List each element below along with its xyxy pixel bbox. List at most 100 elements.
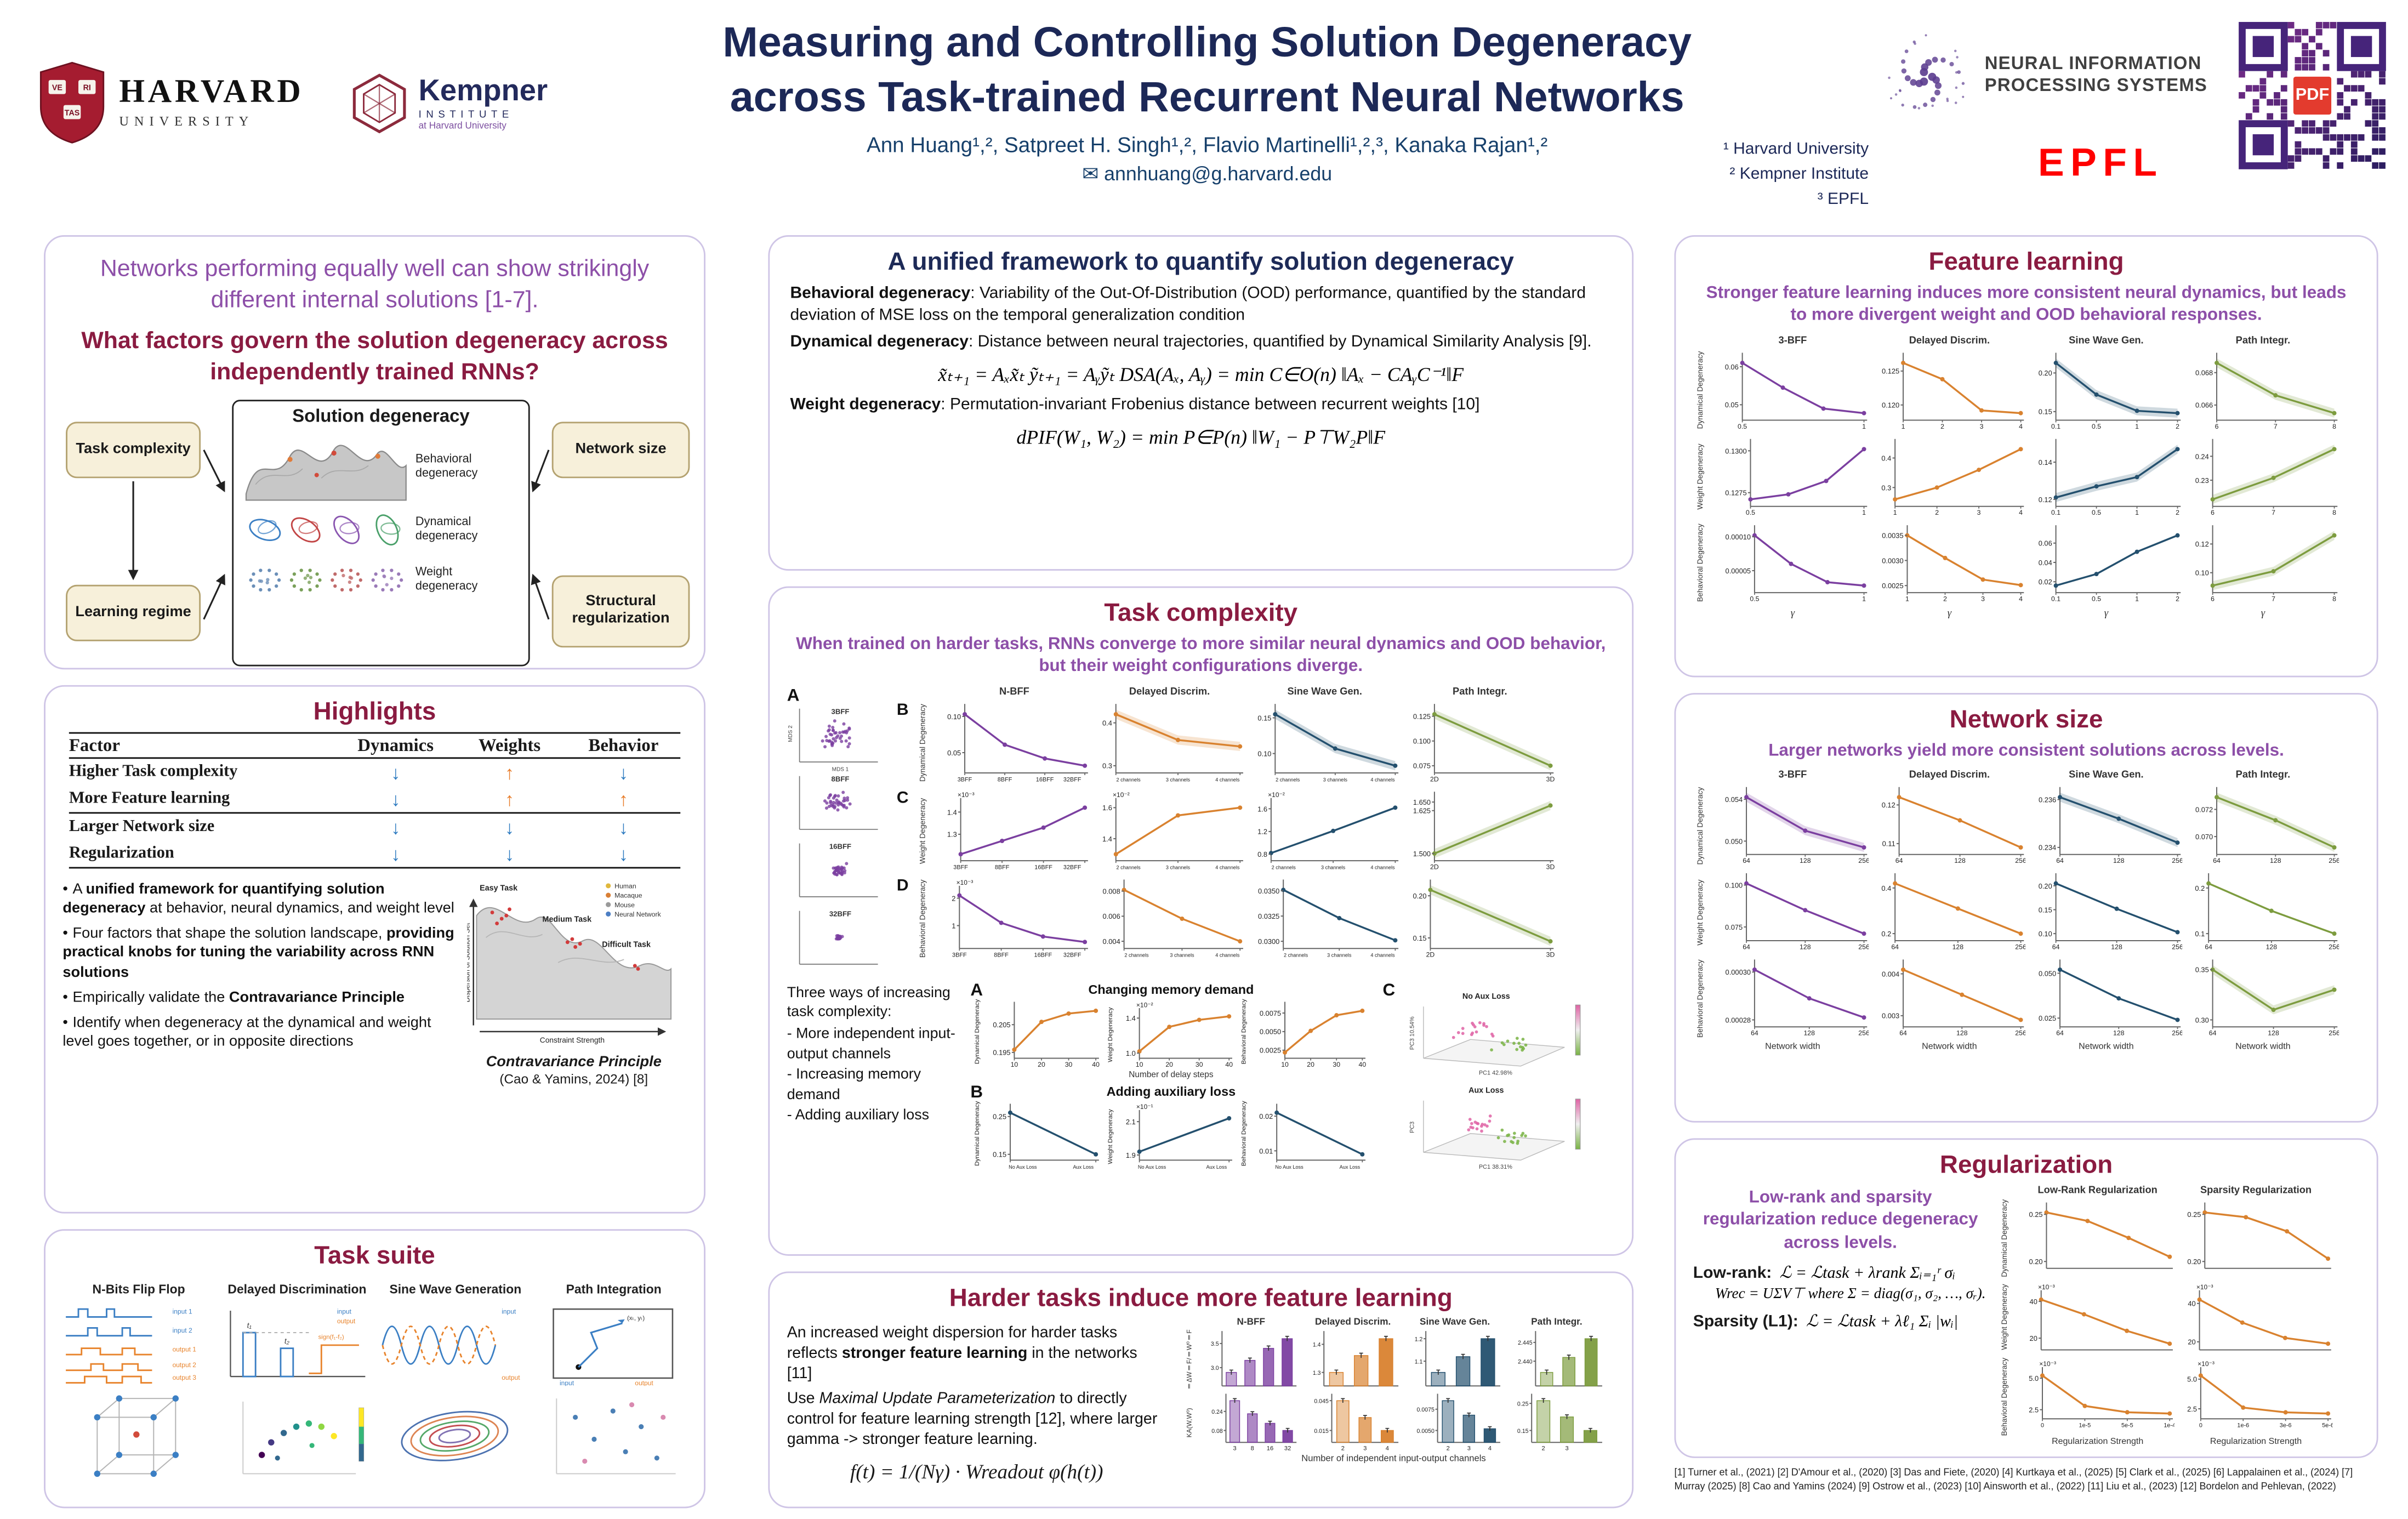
harvard-logo: VE RI TAS HARVARD UNIVERSITY xyxy=(38,60,304,144)
svg-text:0.205: 0.205 xyxy=(993,1020,1010,1028)
svg-text:3: 3 xyxy=(1977,508,1981,516)
svg-text:128: 128 xyxy=(1803,1030,1815,1038)
svg-text:128: 128 xyxy=(1800,943,1811,951)
grid-row: Behavioral Degeneracy2.55.001e-55e-51e-4… xyxy=(1997,1357,2334,1436)
email-address[interactable]: annhuang@g.harvard.edu xyxy=(1104,163,1333,186)
factor-box-learning-regime: Learning regime xyxy=(66,584,201,641)
text-segment: unified framework for quantifying soluti… xyxy=(62,881,385,918)
svg-text:2: 2 xyxy=(952,894,955,902)
weight-dispersion-paragraph: An increased weight dispersion for harde… xyxy=(787,1323,1166,1385)
svg-text:128: 128 xyxy=(2266,943,2278,951)
svg-text:8BFF: 8BFF xyxy=(832,775,850,783)
svg-text:8: 8 xyxy=(2332,422,2336,430)
text-segment: Weight degeneracy xyxy=(790,395,941,414)
svg-text:0.0025: 0.0025 xyxy=(1882,581,1903,589)
regularization-box: Regularization Low-rank and sparsity reg… xyxy=(1674,1138,2378,1458)
nbff-schematic: input 1 input 2 output 1 output 2 output… xyxy=(66,1308,196,1384)
contravariance-figure: Constraint Strength Dispersion of Soluti… xyxy=(464,875,680,1086)
svg-text:1.3: 1.3 xyxy=(1313,1370,1321,1376)
output-label: output xyxy=(635,1379,653,1386)
svg-text:0.015: 0.015 xyxy=(1314,1428,1329,1435)
output-label: output xyxy=(502,1374,520,1381)
svg-text:0.4: 0.4 xyxy=(1881,885,1891,893)
svg-text:0.25: 0.25 xyxy=(1517,1401,1529,1407)
svg-text:×10⁻³: ×10⁻³ xyxy=(2039,1359,2056,1367)
solution-degeneracy-title: Solution degeneracy xyxy=(292,407,470,426)
col-title: Delayed Discrim. xyxy=(1909,770,1990,782)
svg-text:0.15: 0.15 xyxy=(2039,407,2052,416)
svg-text:2 channels: 2 channels xyxy=(1284,952,1308,958)
x-axis-label: γ xyxy=(1790,607,1795,619)
svg-text:No Aux Loss: No Aux Loss xyxy=(1138,1164,1166,1170)
svg-text:128: 128 xyxy=(1954,857,1966,865)
svg-text:0.02: 0.02 xyxy=(2039,577,2052,585)
table-row: Regularization↓↓↓ xyxy=(69,840,681,869)
row-label: Dynamical Degeneracy xyxy=(1698,787,1706,865)
poster-title: Measuring and Controlling Solution Degen… xyxy=(614,16,1800,126)
svg-text:0.10: 0.10 xyxy=(2039,930,2052,938)
svg-text:0.8: 0.8 xyxy=(1257,850,1267,858)
svg-text:0.2: 0.2 xyxy=(2195,885,2205,893)
svg-text:20: 20 xyxy=(2188,1337,2195,1345)
intro-statement: Networks performing equally well can sho… xyxy=(100,255,650,313)
svg-text:No Aux Loss: No Aux Loss xyxy=(1275,1164,1303,1170)
svg-text:4: 4 xyxy=(2019,594,2023,602)
svg-text:1e-4: 1e-4 xyxy=(2164,1422,2174,1429)
col-title: Sine Wave Gen. xyxy=(1419,1318,1490,1328)
input-label: input xyxy=(560,1379,574,1386)
svg-text:20: 20 xyxy=(2030,1334,2037,1342)
task-complexity-bottom: Three ways of increasing task complexity… xyxy=(787,981,1615,1177)
crest-text: VE xyxy=(52,84,62,93)
svg-text:256: 256 xyxy=(2172,943,2182,951)
chart-canvas: PDF xyxy=(2239,22,2386,169)
svg-text:PDF: PDF xyxy=(2296,84,2329,104)
legend-neural-network: Neural Network xyxy=(614,911,661,918)
svg-text:0.008: 0.008 xyxy=(1103,886,1120,895)
table-header: Factor xyxy=(69,736,121,755)
svg-text:1.4: 1.4 xyxy=(1102,834,1112,843)
svg-text:256: 256 xyxy=(1858,1030,1869,1038)
down-arrow-icon: ↓ xyxy=(391,843,401,865)
svg-text:128: 128 xyxy=(2113,857,2125,865)
svg-text:PC1 38.31%: PC1 38.31% xyxy=(1479,1163,1512,1170)
svg-text:128: 128 xyxy=(2270,857,2281,865)
svg-text:20: 20 xyxy=(1038,1060,1045,1068)
svg-text:0.1: 0.1 xyxy=(2051,594,2060,602)
factor-label: Regularization xyxy=(69,845,174,862)
title-block: Measuring and Controlling Solution Degen… xyxy=(614,16,1800,185)
highlights-title: Highlights xyxy=(313,699,436,726)
svg-text:64: 64 xyxy=(2052,943,2060,951)
svg-text:4 channels: 4 channels xyxy=(1215,864,1240,869)
sparsity-row: Sparsity (L1): ℒ = ℒtask + λℓ₁ Σᵢ |wᵢ| xyxy=(1693,1312,1988,1331)
difficult-task-label: Difficult Task xyxy=(602,940,651,951)
epfl-logo: EPFL xyxy=(2037,141,2164,185)
x-axis-label: γ xyxy=(2261,607,2265,619)
svg-text:0.054: 0.054 xyxy=(1725,796,1743,804)
text-segment: to directly control for feature learning… xyxy=(787,1390,1158,1449)
svg-text:2D: 2D xyxy=(1430,862,1439,870)
svg-text:6: 6 xyxy=(2211,508,2215,516)
input-label: input xyxy=(337,1308,352,1316)
